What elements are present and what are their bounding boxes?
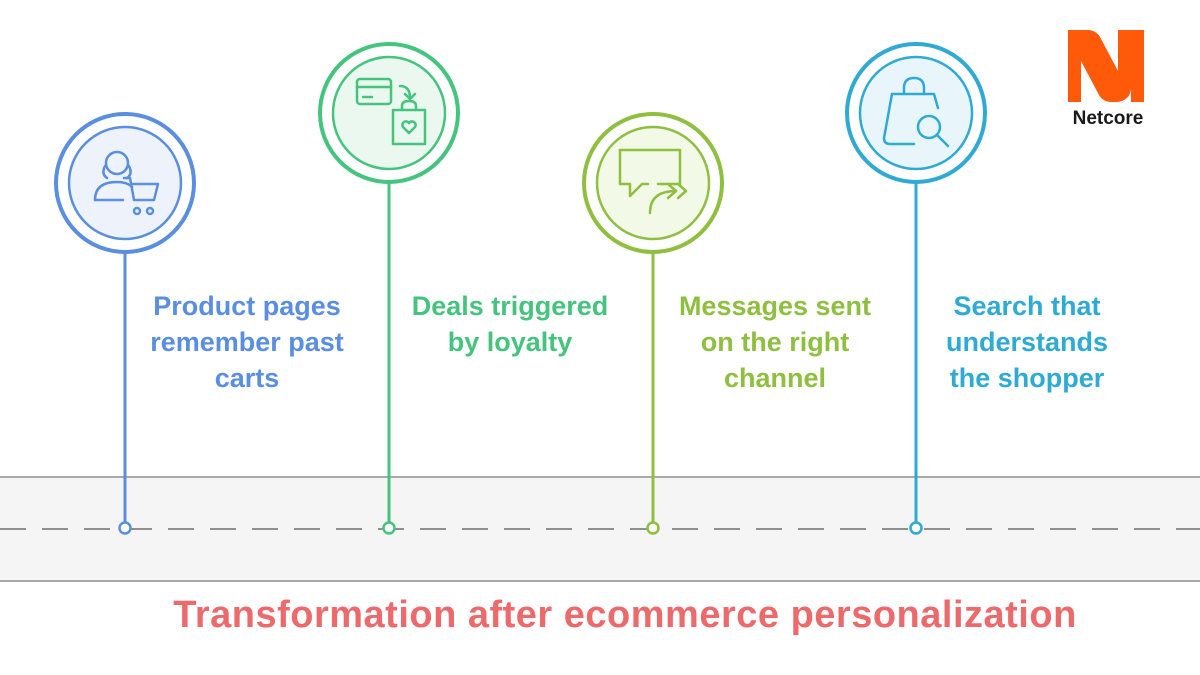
milestone-1-caption: Product pages remember past carts bbox=[150, 291, 344, 393]
message-forward-icon bbox=[618, 148, 688, 215]
netcore-logo-mark bbox=[1068, 30, 1144, 102]
brand-name: Netcore bbox=[1072, 108, 1144, 129]
shopper-cart-icon bbox=[93, 150, 160, 216]
milestone-3 bbox=[582, 112, 724, 535]
milestone-2-dot bbox=[382, 521, 396, 535]
milestone-3-disc bbox=[595, 125, 711, 241]
milestone-2 bbox=[318, 42, 460, 535]
road bbox=[0, 476, 1200, 582]
milestone-2-caption: Deals triggered by loyalty bbox=[411, 291, 609, 357]
milestone-3-caption: Messages sent on the right channel bbox=[678, 291, 872, 393]
milestone-4-disc bbox=[858, 55, 974, 171]
milestone-4 bbox=[845, 42, 987, 535]
diagram-title: Transformation after ecommerce personali… bbox=[173, 594, 1077, 636]
milestone-1-dot bbox=[118, 521, 132, 535]
milestone-1 bbox=[54, 112, 196, 535]
milestone-3-dot bbox=[646, 521, 660, 535]
milestone-4-dot bbox=[909, 521, 923, 535]
milestone-2-disc bbox=[331, 55, 447, 171]
milestone-4-caption: Search that understands the shopper bbox=[945, 291, 1109, 393]
bag-search-icon bbox=[882, 76, 950, 148]
card-to-loyalty-bag-icon bbox=[355, 77, 427, 146]
